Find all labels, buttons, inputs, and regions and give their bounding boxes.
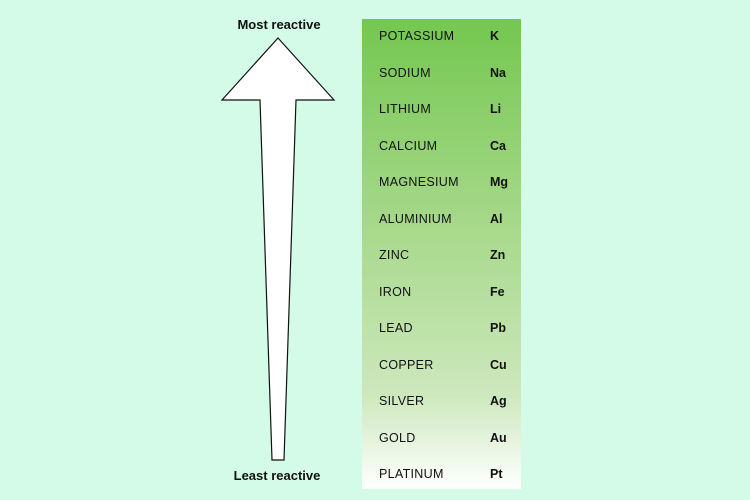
element-name: PLATINUM	[379, 467, 444, 481]
element-row: LITHIUM Li	[362, 102, 521, 122]
element-name: LITHIUM	[379, 102, 432, 116]
element-symbol: Pt	[490, 467, 503, 481]
element-row: GOLD Au	[362, 431, 521, 451]
least-reactive-label: Least reactive	[233, 468, 321, 483]
element-symbol: Mg	[490, 175, 509, 189]
element-row: ALUMINIUM Al	[362, 212, 521, 232]
element-symbol: Ag	[490, 394, 507, 408]
element-symbol: Zn	[490, 248, 506, 262]
element-row: SODIUM Na	[362, 66, 521, 86]
element-symbol: Pb	[490, 321, 506, 335]
element-row: CALCIUM Ca	[362, 139, 521, 159]
element-name: IRON	[379, 284, 412, 299]
element-row: POTASSIUM K	[362, 29, 521, 49]
element-symbol: Au	[490, 430, 507, 445]
element-name: MAGNESIUM	[379, 175, 459, 189]
element-row: LEAD Pb	[362, 321, 521, 341]
element-name: SODIUM	[379, 65, 431, 80]
element-name: ALUMINIUM	[379, 211, 452, 226]
element-symbol: Ca	[490, 138, 506, 153]
element-name: COPPER	[379, 357, 434, 372]
element-name: LEAD	[379, 321, 413, 335]
element-name: CALCIUM	[379, 138, 438, 153]
element-name: ZINC	[379, 248, 410, 262]
element-symbol: Li	[490, 102, 502, 116]
element-symbol: Cu	[490, 357, 507, 372]
element-name: POTASSIUM	[379, 29, 455, 43]
element-row: ZINC Zn	[362, 248, 521, 268]
element-row: PLATINUM Pt	[362, 467, 521, 487]
element-symbol: K	[490, 29, 500, 43]
element-name: GOLD	[379, 430, 416, 445]
element-name: SILVER	[379, 394, 425, 408]
element-row: MAGNESIUM Mg	[362, 175, 521, 195]
element-row: SILVER Ag	[362, 394, 521, 414]
element-row: IRON Fe	[362, 285, 521, 305]
element-symbol: Na	[490, 65, 506, 80]
element-symbol: Fe	[490, 284, 505, 299]
most-reactive-label: Most reactive	[237, 17, 321, 32]
element-symbol: Al	[490, 211, 503, 226]
element-row: COPPER Cu	[362, 358, 521, 378]
